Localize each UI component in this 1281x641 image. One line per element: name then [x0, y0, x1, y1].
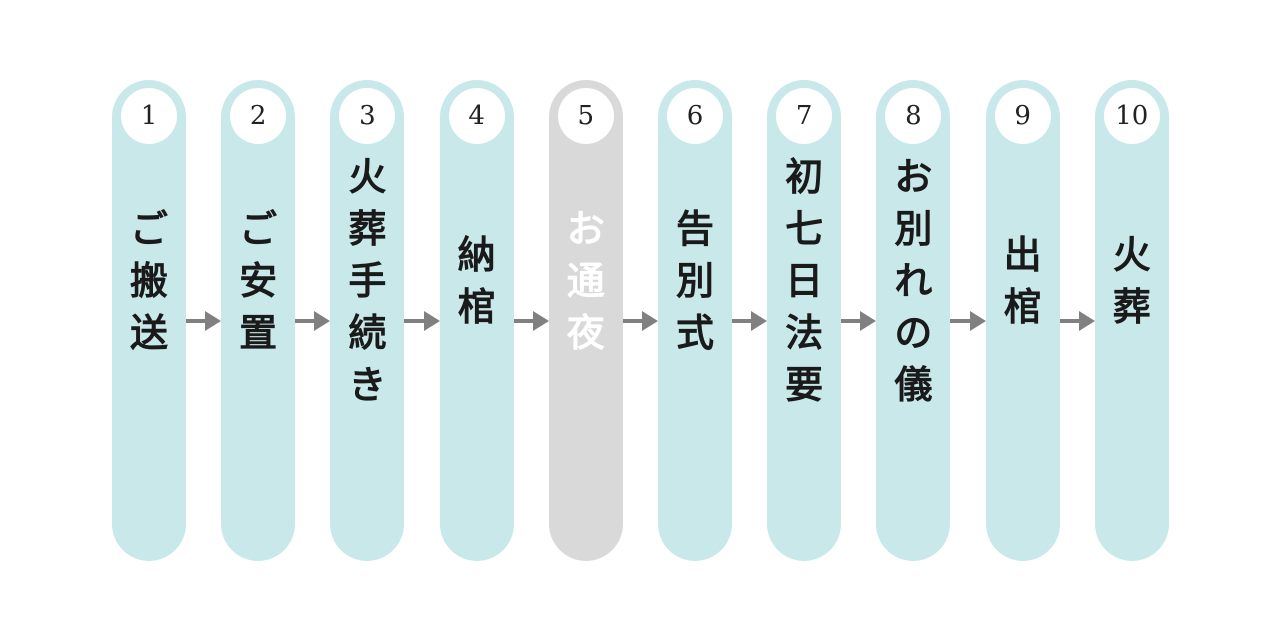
step-label: 出棺: [1003, 231, 1042, 329]
step-number: 7: [776, 88, 833, 144]
connector-line: [622, 319, 644, 323]
step-5: 5 お通夜: [548, 80, 623, 561]
arrow-right-icon: [205, 311, 222, 331]
step-number: 8: [885, 88, 942, 144]
connector-line: [186, 319, 208, 323]
step-8: 8 お別れの儀: [876, 80, 951, 561]
step-label-wrap: 納棺: [440, 150, 514, 561]
step-label: お別れの儀: [894, 153, 933, 407]
connector-line: [950, 319, 972, 323]
step-number: 5: [557, 88, 614, 144]
arrow-right-icon: [969, 311, 986, 331]
step-label: 初七日法要: [785, 153, 824, 407]
step-4: 4 納棺: [439, 80, 514, 561]
step-2: 2 ご安置: [221, 80, 296, 561]
arrow-right-icon: [314, 311, 331, 331]
step-label: 火葬手続き: [348, 153, 387, 407]
step-3: 3 火葬手続き: [330, 80, 405, 561]
step-number: 2: [230, 88, 287, 144]
step-number: 9: [994, 88, 1051, 144]
step-label: 火葬: [1112, 231, 1151, 329]
arrow-right-icon: [860, 311, 877, 331]
step-label-wrap: ご安置: [221, 150, 295, 561]
connector-line: [295, 319, 317, 323]
step-label-wrap: 出棺: [986, 150, 1060, 561]
arrow-right-icon: [751, 311, 768, 331]
arrow-right-icon: [1078, 311, 1095, 331]
step-label-wrap: お通夜: [549, 150, 623, 561]
step-6: 6 告別式: [658, 80, 732, 561]
step-label-wrap: お別れの儀: [876, 150, 950, 561]
connector-line: [1059, 319, 1081, 323]
step-1: 1 ご搬送: [112, 80, 186, 561]
step-number: 4: [448, 88, 505, 144]
step-10: 10 火葬: [1094, 80, 1169, 561]
step-label-wrap: 火葬手続き: [330, 150, 404, 561]
connector-line: [404, 319, 426, 323]
step-label: 納棺: [457, 231, 496, 329]
step-label-wrap: 火葬: [1095, 150, 1169, 561]
arrow-right-icon: [642, 311, 658, 331]
step-number: 1: [121, 88, 177, 144]
step-label-wrap: 告別式: [658, 150, 732, 561]
step-label: 告別式: [675, 205, 714, 355]
arrow-right-icon: [532, 311, 549, 331]
step-9: 9 出棺: [985, 80, 1060, 561]
connector-line: [732, 319, 754, 323]
step-number: 3: [339, 88, 396, 144]
step-label-wrap: ご搬送: [112, 150, 186, 561]
step-label: ご搬送: [129, 205, 168, 355]
step-number: 10: [1103, 88, 1160, 144]
arrow-right-icon: [423, 311, 440, 331]
step-label-wrap: 初七日法要: [767, 150, 841, 561]
step-label: ご安置: [239, 205, 278, 355]
step-label: お通夜: [566, 205, 605, 355]
connector-line: [841, 319, 863, 323]
step-number: 6: [667, 88, 723, 144]
connector-line: [513, 319, 535, 323]
step-7: 7 初七日法要: [767, 80, 842, 561]
